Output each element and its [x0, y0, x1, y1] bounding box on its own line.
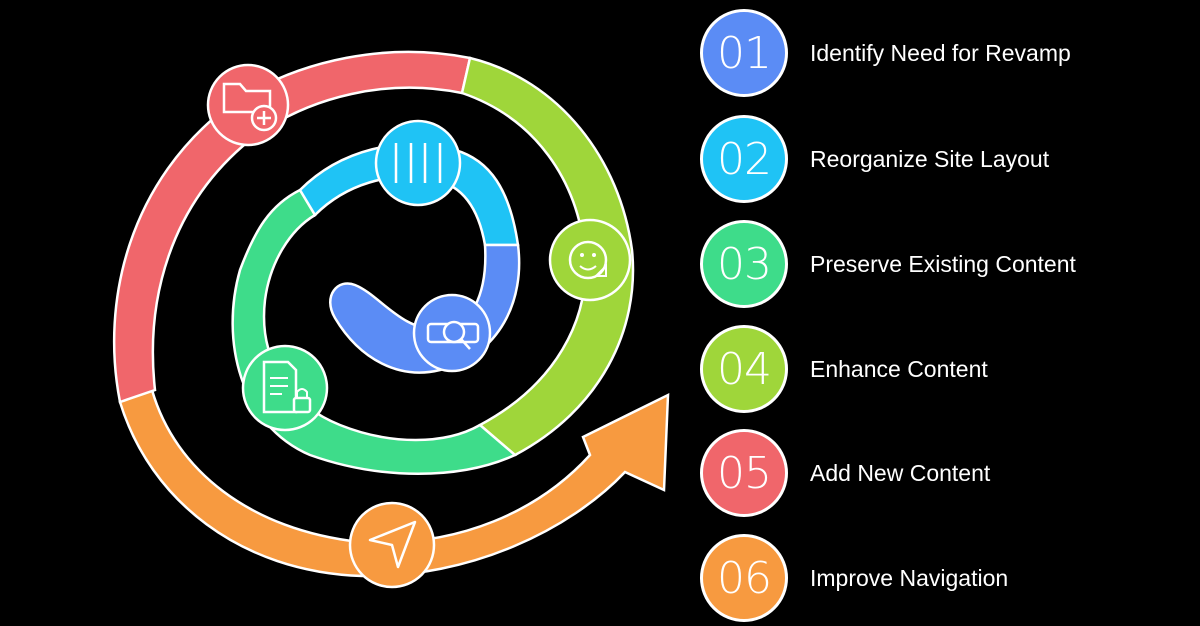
columns-icon: [374, 119, 462, 207]
list-item: 04 Enhance Content: [700, 321, 988, 417]
orange-band: [118, 388, 670, 578]
step-number-badge: 05: [700, 429, 788, 517]
step-label: Improve Navigation: [810, 565, 1009, 591]
step-number-badge: 01: [700, 9, 788, 97]
send-arrow-icon: [348, 501, 436, 589]
folder-plus-icon: [206, 63, 290, 147]
smiley-sticker-icon: [548, 218, 632, 302]
search-badge-icon: [412, 293, 492, 373]
list-item: 02 Reorganize Site Layout: [700, 111, 1049, 207]
document-lock-icon: [241, 344, 329, 432]
step-label: Preserve Existing Content: [810, 251, 1076, 277]
step-number-badge: 03: [700, 220, 788, 308]
spiral-diagram: [112, 50, 670, 589]
step-label: Reorganize Site Layout: [810, 146, 1050, 172]
step-number-badge: 04: [700, 325, 788, 413]
steps-list: 01 Identify Need for Revamp 02 Reorganiz…: [700, 0, 1180, 626]
step-label: Add New Content: [810, 460, 991, 486]
step-label: Enhance Content: [810, 356, 988, 382]
step-label: Identify Need for Revamp: [810, 40, 1071, 66]
list-item: 03 Preserve Existing Content: [700, 216, 1076, 312]
step-number-badge: 02: [700, 115, 788, 203]
step-number-badge: 06: [700, 534, 788, 622]
list-item: 06 Improve Navigation: [700, 530, 1008, 626]
list-item: 05 Add New Content: [700, 425, 990, 521]
list-item: 01 Identify Need for Revamp: [700, 5, 1071, 101]
